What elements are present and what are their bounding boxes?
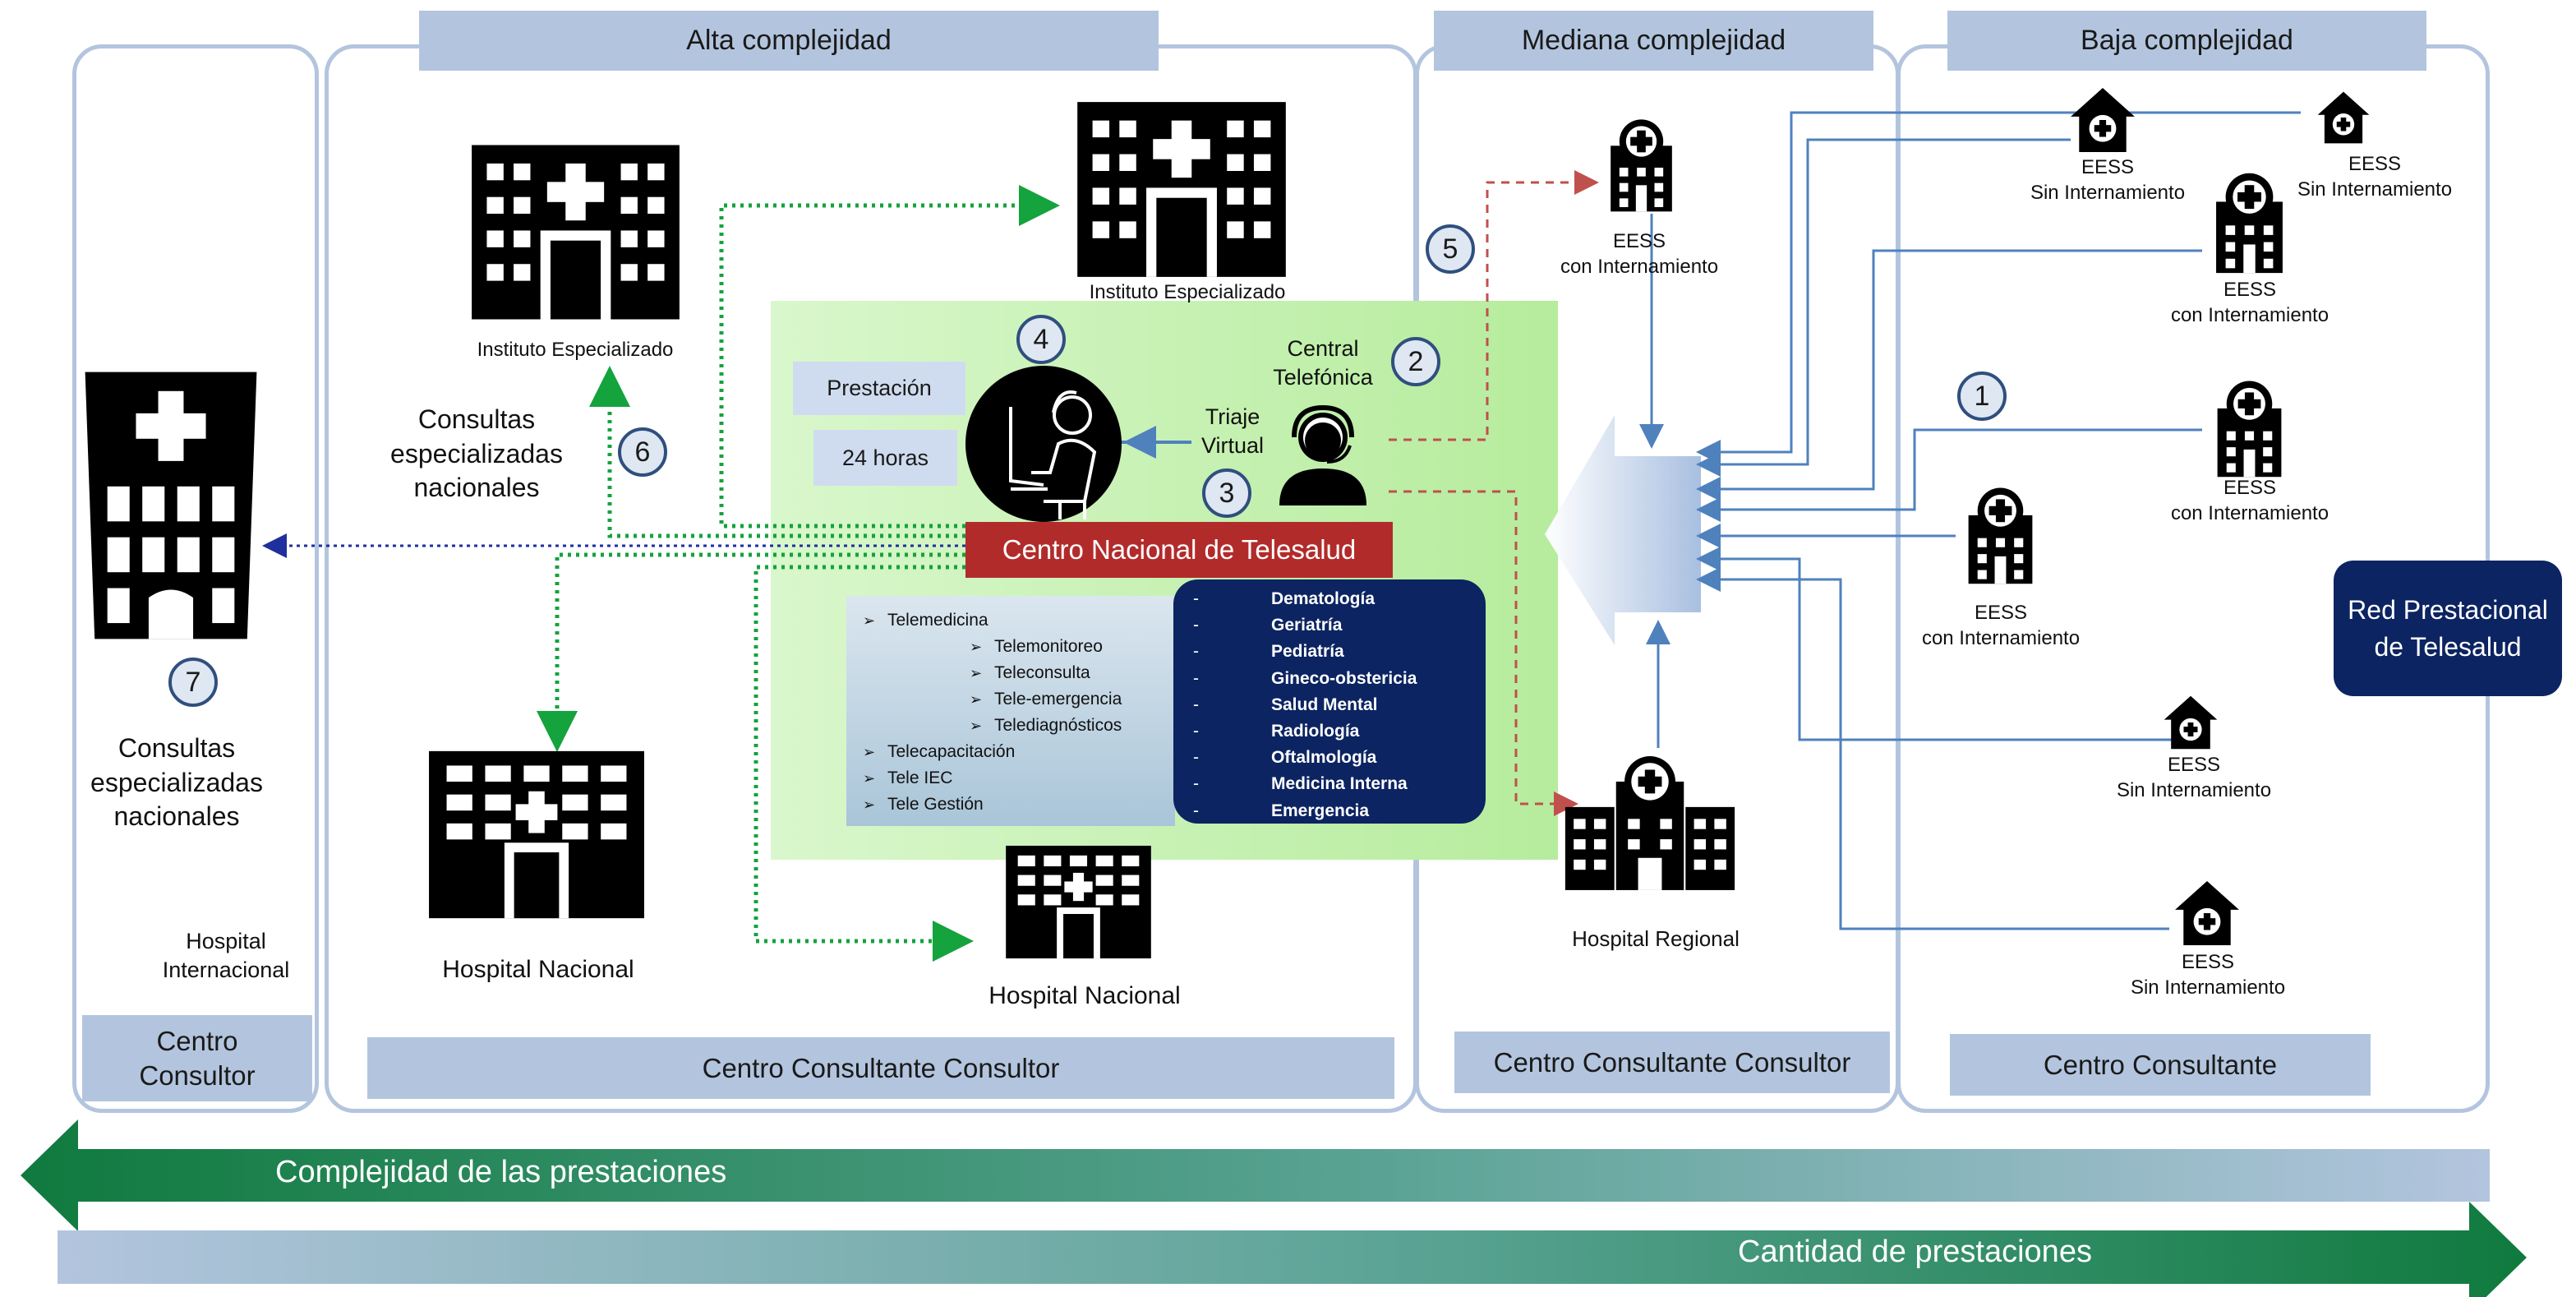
specialties-list: -Dematología -Geriatría -Pediatría -Gine… (1173, 579, 1486, 824)
footer-cc-consultor-mediana: Centro Consultante Consultor (1454, 1032, 1890, 1093)
step-3-badge: 3 (1202, 468, 1251, 518)
step-5-badge: 5 (1426, 224, 1475, 274)
red-prestacional-box: Red Prestacional de Telesalud (2334, 561, 2562, 696)
24-horas-pill: 24 horas (813, 430, 957, 486)
hospital-regional-label: Hospital Regional (1572, 926, 1740, 951)
cantidad-arrow (58, 1202, 2527, 1297)
eess-con-internamiento-icon (1949, 483, 2052, 586)
service-item: ➢Teleconsulta (970, 663, 1090, 682)
complejidad-arrow-label: Complejidad de las prestaciones (275, 1155, 727, 1189)
hospital-internacional-label: Hospital Internacional (162, 929, 290, 983)
footer-cc-consultor-alta: Centro Consultante Consultor (367, 1037, 1394, 1099)
consultas-left-label: Consultas especializadas nacionales (90, 733, 263, 832)
specialty-item: -Emergencia (1193, 801, 1370, 820)
step-6-badge: 6 (618, 427, 667, 477)
prestacion-pill: Prestación (793, 362, 965, 415)
specialty-item: -Medicina Interna (1193, 774, 1408, 794)
cantidad-arrow-label: Cantidad de prestaciones (1738, 1235, 2092, 1269)
step-2-badge: 2 (1391, 337, 1440, 386)
eess-sin-internamiento-icon (2173, 879, 2241, 947)
instituto-top-label: Instituto Especializado (1089, 281, 1286, 303)
hospital-regional-icon (1555, 756, 1744, 892)
header-baja: Baja complejidad (1947, 11, 2426, 71)
service-item: ➢Telemonitoreo (970, 637, 1103, 656)
centro-nacional-telesalud-banner: Centro Nacional de Telesalud (965, 522, 1393, 578)
services-list: ➢Telemedicina ➢Telemonitoreo ➢Teleconsul… (846, 596, 1175, 826)
eess-con-internamiento-icon (1590, 115, 1693, 214)
step-1-badge: 1 (1957, 372, 2007, 421)
convergence-chevron (1545, 415, 1701, 645)
specialty-item: -Gineco-obstericia (1193, 668, 1417, 688)
eess-sin-internamiento-icon (2316, 90, 2371, 145)
consultas-center-label: Consultas especializadas nacionales (390, 404, 563, 503)
hospital-nacional-left-icon (422, 746, 652, 923)
specialty-item: -Pediatría (1193, 642, 1344, 662)
complejidad-arrow (21, 1119, 2490, 1231)
specialty-item: -Salud Mental (1193, 695, 1378, 714)
eess-con-internamiento-icon (2198, 376, 2301, 479)
header-mediana: Mediana complejidad (1434, 11, 1873, 71)
service-item: ➢Telemedicina (863, 611, 988, 630)
hospital-nacional-center-label: Hospital Nacional (988, 982, 1181, 1009)
service-item: ➢Telediagnósticos (970, 716, 1122, 735)
central-telefonica-label: Central Telefónica (1273, 336, 1373, 390)
hospital-nacional-left-label: Hospital Nacional (442, 956, 634, 983)
service-item: ➢Tele Gestión (863, 795, 984, 814)
service-item: ➢Tele IEC (863, 769, 953, 787)
hospital-internacional-icon (76, 362, 266, 649)
footer-centro-consultor: Centro Consultor (82, 1015, 312, 1101)
step-4-badge: 4 (1016, 315, 1066, 364)
instituto-especializado-left-icon (467, 140, 684, 325)
header-alta: Alta complejidad (419, 11, 1159, 71)
service-item: ➢Telecapacitación (863, 742, 1016, 761)
specialty-item: -Geriatría (1193, 616, 1343, 635)
specialty-item: -Radiología (1193, 722, 1360, 741)
operator-headset-icon (965, 366, 1122, 522)
specialty-item: -Dematología (1193, 589, 1376, 608)
service-item: ➢Tele-emergencia (970, 690, 1122, 709)
instituto-left-label: Instituto Especializado (477, 339, 674, 361)
eess-sin-internamiento-icon (2163, 695, 2219, 750)
eess-sin-internamiento-icon (2069, 86, 2136, 154)
hospital-nacional-center-icon (974, 842, 1183, 962)
instituto-especializado-top-icon (1067, 97, 1297, 282)
triaje-person-icon (1279, 404, 1366, 505)
step-7-badge: 7 (168, 658, 218, 707)
specialty-item: -Oftalmología (1193, 748, 1377, 768)
footer-centro-consultante: Centro Consultante (1950, 1034, 2371, 1096)
triaje-virtual-label: Triaje Virtual (1200, 404, 1265, 459)
